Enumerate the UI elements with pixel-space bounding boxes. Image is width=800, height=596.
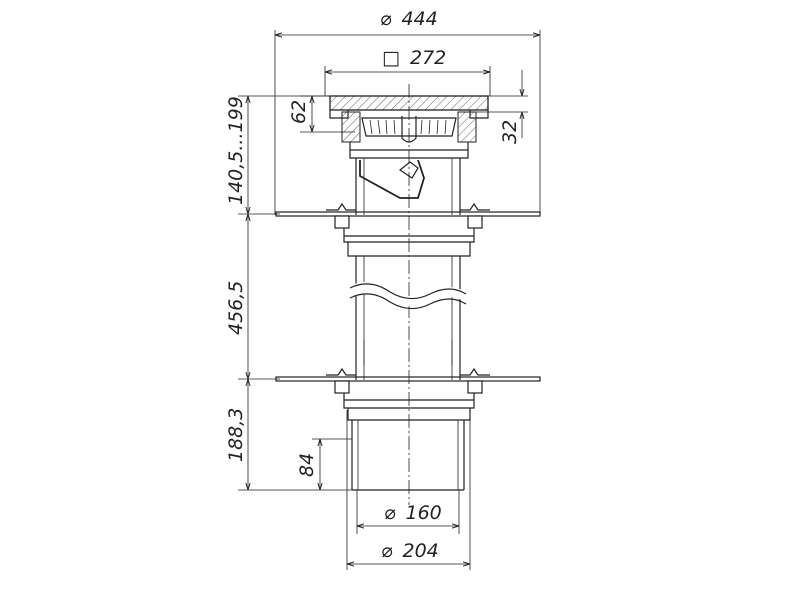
- dimension-spigot-height: 84: [296, 438, 352, 490]
- grate-height-value: 62: [288, 100, 310, 124]
- outlet-height-value: 188,3: [225, 408, 247, 462]
- upper-riser: [355, 158, 461, 215]
- dimension-adjustable-height: 140,5...199: [225, 95, 330, 215]
- dimension-outlet-height: 188,3: [225, 379, 352, 491]
- grate-depth-value: 32: [499, 120, 521, 144]
- dimension-overall-diameter: ⌀ 444: [274, 8, 541, 215]
- grate-size-value: 272: [410, 47, 446, 69]
- outlet-diameter-inner-value: 160: [406, 502, 442, 524]
- middle-pipe: [349, 256, 467, 380]
- svg-text:⌀ 444: ⌀ 444: [380, 8, 438, 30]
- lower-flange: [275, 367, 541, 421]
- adjustable-height-value: 140,5...199: [225, 96, 247, 205]
- spigot-height-value: 84: [296, 453, 318, 477]
- svg-text:⌀ 160: ⌀ 160: [384, 502, 442, 524]
- diameter-symbol: ⌀: [380, 8, 392, 30]
- dimension-grate-size: □ 272: [324, 47, 491, 96]
- svg-text:□ 272: □ 272: [382, 47, 446, 69]
- diameter-symbol: ⌀: [384, 502, 396, 524]
- square-symbol: □: [382, 47, 400, 69]
- diameter-symbol: ⌀: [381, 540, 393, 562]
- outlet-diameter-outer-value: 204: [403, 540, 439, 562]
- dimension-outlet-diameter-outer: ⌀ 204: [346, 410, 471, 570]
- dimension-body-height: 456,5: [225, 214, 280, 380]
- overall-diameter-value: 444: [402, 8, 438, 30]
- body-height-value: 456,5: [225, 281, 247, 335]
- svg-text:⌀ 204: ⌀ 204: [381, 540, 439, 562]
- outlet-spigot: [351, 420, 465, 491]
- grate-assembly: [329, 95, 489, 199]
- dimension-grate-depth: 32: [470, 70, 528, 144]
- upper-flange: [275, 202, 541, 257]
- dimension-outlet-diameter-inner: ⌀ 160: [356, 490, 460, 534]
